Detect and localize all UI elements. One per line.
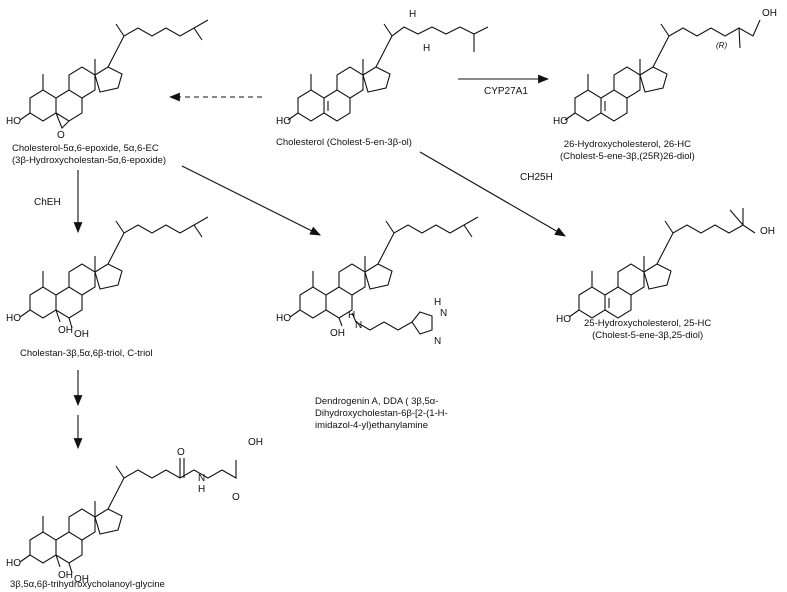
ctriol-oh-label-2: OH [74,329,89,340]
hc25-label-line2: (Cholest-5-ene-3β,25-diol) [592,330,704,341]
dda-imidazole-n-label: N [440,308,447,319]
ctriol-oh-label-1: OH [58,325,73,336]
hc26-structure [564,19,761,122]
dda-hn-h-label: H [348,310,355,321]
epoxide-structure [19,19,209,129]
cholesterol-label: Cholesterol (Cholest-5-en-3β-ol) [276,137,412,148]
hc26-label-line2: (Cholest-5-ene-3β,(25R)26-diol) [560,151,695,162]
glycine-oh-label: OH [248,437,263,448]
epoxide-o-label: O [57,130,65,141]
arrow-epoxide-to-dda [181,165,321,236]
glycine-ho-label: HO [6,558,21,569]
glycine-o2-label: O [232,492,240,503]
ctriol-ho-label: HO [6,313,21,324]
ctriol-label: Cholestan-3β,5α,6β-triol, C-triol [20,348,153,359]
glycine-o-label: O [177,447,185,458]
hc25-label: 25-Hydroxycholesterol, 25-HC (Cholest-5-… [584,318,711,342]
dda-hn-n-label: N [355,320,362,331]
dda-label-line2: Dihydroxycholestan-6β-[2-(1-H- [315,408,448,419]
hc25-label-line1: 25-Hydroxycholesterol, 25-HC [584,318,712,329]
enzyme-cheh: ChEH [34,197,61,208]
hc26-label: 26-Hydroxycholesterol, 26-HC (Cholest-5-… [560,139,695,163]
glycine-label: 3β,5α,6β-trihydroxycholanoyl-glycine [10,579,165,590]
epoxide-ho-label: HO [6,116,21,127]
glycine-nh-n-label: N [198,473,205,484]
epoxide-label-line2: (3β-Hydroxycholestan-5α,6-epoxide) [12,155,167,166]
cholesterol-ho-label: HO [276,116,291,127]
epoxide-label-line1: Cholesterol-5α,6-epoxide, 5α,6-EC [12,143,159,154]
cholesterol-structure [287,23,489,122]
glycine-oh-label-1: OH [58,570,73,581]
arrow-cholesterol-to-25hc [419,151,566,237]
hc25-ho-label: HO [556,314,571,325]
hc26-ho-label: HO [553,116,568,127]
dda-ho-label: HO [276,313,291,324]
enzyme-ch25h: CH25H [520,172,553,183]
hc25-oh-label: OH [760,226,775,237]
glycine-oh-label-2: OH [74,574,89,585]
hc26-label-line1: 26-Hydroxycholesterol, 26-HC [563,139,692,150]
hc26-oh-label: OH [762,8,777,19]
epoxide-label: Cholesterol-5α,6-epoxide, 5α,6-EC (3β-Hy… [12,143,166,167]
cholesterol-h-label-1: H [409,9,416,20]
glycine-nh-h-label: H [198,484,205,495]
dda-structure [289,216,479,335]
ctriol-structure [19,216,209,329]
dda-label-line3: imidazol-4-yl)ethanylamine [315,420,428,431]
cholesterol-h-label-2: H [423,43,430,54]
hc25-structure [568,208,756,319]
dda-imidazole-h-label: H [434,297,441,308]
dda-oh-label: OH [330,328,345,339]
dda-label-line1: Dendrogenin A, DDA ( 3β,5α- [315,396,439,407]
dda-imidazole-n2-label: N [434,336,441,347]
hc26-r-label: (R) [716,41,727,50]
glycine-structure [19,458,237,574]
enzyme-cyp27a1: CYP27A1 [484,86,528,97]
dda-label: Dendrogenin A, DDA ( 3β,5α- Dihydroxycho… [315,396,448,432]
